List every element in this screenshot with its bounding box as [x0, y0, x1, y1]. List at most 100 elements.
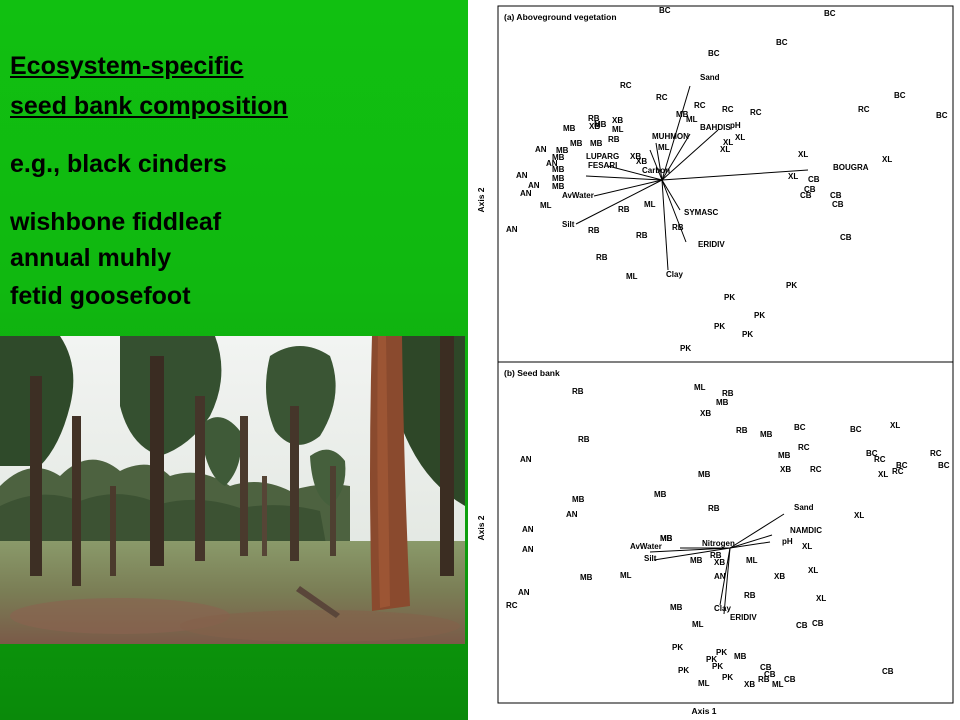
- panel-b-point-label: XL: [802, 542, 812, 551]
- panel-a-vector-label: ERIDIV: [698, 240, 725, 249]
- panel-a-vector-label: XB: [636, 157, 647, 166]
- panel-a-point-label: RC: [620, 81, 632, 90]
- panel-a-point-label: RC: [694, 101, 706, 110]
- panel-b-point-label: RB: [744, 591, 756, 600]
- panel-a-point-label: AN: [546, 159, 558, 168]
- panel-a-point-label: AN: [520, 189, 532, 198]
- panel-b-point-label: MB: [660, 534, 673, 543]
- panel-b-point-label: XB: [714, 558, 725, 567]
- panel-a-point-label: ML: [644, 200, 656, 209]
- panel-a-point-label: XL: [720, 145, 730, 154]
- panel-a-point-label: RC: [750, 108, 762, 117]
- species-item-1: wishbone fiddleaf: [10, 208, 222, 236]
- panel-b-point-label: AN: [522, 525, 534, 534]
- panel-b-vector-label: MB: [660, 534, 673, 543]
- panel-a-point-label: MB: [594, 120, 607, 129]
- panel-b-point-label: CB: [796, 621, 808, 630]
- panel-a-point-label: CB: [804, 185, 816, 194]
- panel-b-point-label: RC: [798, 443, 810, 452]
- panel-b-point-label: PK: [712, 662, 723, 671]
- panel-b-point-label: MB: [580, 573, 593, 582]
- panel-b-point-label: XL: [808, 566, 818, 575]
- panel-a-vector-label: pH: [730, 121, 741, 130]
- panel-a-point-label: MB: [552, 165, 565, 174]
- panel-a-vector-label: XB: [630, 152, 641, 161]
- panel-a-point-label: XB: [589, 122, 600, 131]
- panel-a-point-label: AN: [535, 145, 547, 154]
- panel-a-point-label: BC: [936, 111, 948, 120]
- panel-b-point-label: PK: [716, 648, 727, 657]
- panel-b-point-label: BC: [850, 425, 862, 434]
- panel-b-point-label: XB: [744, 680, 755, 689]
- panel-a-point-label: PK: [754, 311, 765, 320]
- panel-b-title: (b) Seed bank: [504, 368, 560, 378]
- panel-a-point-label: AN: [516, 171, 528, 180]
- panel-b-y-axis-label: Axis 2: [476, 515, 486, 540]
- panel-a-point-label: XL: [723, 138, 733, 147]
- panel-a-point-label: PK: [680, 344, 691, 353]
- panel-a-point-label: BC: [776, 38, 788, 47]
- panel-a-point-label: RB: [672, 223, 684, 232]
- panel-b-point-label: RC: [930, 449, 942, 458]
- panel-b-point-label: PK: [672, 643, 683, 652]
- panel-a-point-label: ML: [626, 272, 638, 281]
- panel-b-point-label: MB: [760, 430, 773, 439]
- panel-b-point-label: RC: [874, 455, 886, 464]
- slide-text-panel: Ecosystem-specific seed bank composition…: [0, 0, 468, 720]
- panel-a-point-label: ML: [612, 125, 624, 134]
- panel-a-point-label: RB: [588, 114, 600, 123]
- panel-b-point-label: ML: [692, 620, 704, 629]
- panel-a-point-label: PK: [714, 322, 725, 331]
- panel-a-point-label: CB: [808, 175, 820, 184]
- panel-b-point-label: AN: [522, 545, 534, 554]
- panel-a-point-label: PK: [724, 293, 735, 302]
- panel-b-point-label: XL: [890, 421, 900, 430]
- panel-b-vector-label: pH: [782, 537, 793, 546]
- panel-a-y-axis-label: Axis 2: [476, 187, 486, 212]
- panel-b-point-label: XB: [700, 409, 711, 418]
- panel-a-point-label: CB: [830, 191, 842, 200]
- panel-b-point-label: RB: [708, 504, 720, 513]
- panel-a-point-label: RC: [858, 105, 870, 114]
- panel-b-point-label: ML: [698, 679, 710, 688]
- panel-b-vector-label: RB: [710, 551, 722, 560]
- panel-a-point-label: ML: [686, 115, 698, 124]
- species-item-3: fetid goosefoot: [10, 282, 191, 310]
- panel-b-point-label: RC: [892, 467, 904, 476]
- panel-b-point-label: CB: [760, 663, 772, 672]
- panel-b-vector-label: Clay: [714, 604, 731, 613]
- forest-photo: [0, 336, 465, 644]
- panel-a-point-label: XB: [612, 116, 623, 125]
- panel-a-point-label: MB: [556, 146, 569, 155]
- panel-a-point-label: ML: [540, 201, 552, 210]
- panel-a-point-label: RB: [608, 135, 620, 144]
- panel-b-point-label: PK: [678, 666, 689, 675]
- panel-a-title: (a) Aboveground vegetation: [504, 12, 617, 22]
- panel-b-vector-label: ERIDIV: [730, 613, 757, 622]
- panel-b-point-label: RB: [722, 389, 734, 398]
- panel-b-point-label: XB: [780, 465, 791, 474]
- panel-b-point-label: AN: [714, 572, 726, 581]
- panel-a-vector-label: FESARI: [588, 161, 617, 170]
- panel-b-point-label: RC: [810, 465, 822, 474]
- panel-a-frame: [497, 5, 954, 363]
- panel-a-point-label: XL: [798, 150, 808, 159]
- panel-b-point-label: AN: [520, 455, 532, 464]
- panel-a-point-label: RB: [596, 253, 608, 262]
- slide-heading-line-2: seed bank composition: [10, 92, 288, 120]
- panel-b-point-label: CB: [784, 675, 796, 684]
- panel-a-vector-label: BAHDIS: [700, 123, 731, 132]
- panel-b-vector-label: AvWater: [630, 542, 662, 551]
- panel-b-point-label: MB: [734, 652, 747, 661]
- panel-b-vector-label: Nitrogen: [702, 539, 735, 548]
- panel-a-point-label: BC: [659, 6, 671, 15]
- panel-a-point-label: MB: [570, 139, 583, 148]
- panel-a-point-label: RB: [618, 205, 630, 214]
- panel-b-point-label: XL: [854, 511, 864, 520]
- panel-b-point-label: XB: [774, 572, 785, 581]
- panel-b-point-label: MB: [778, 451, 791, 460]
- panel-a-point-label: PK: [742, 330, 753, 339]
- panel-b-point-label: AN: [518, 588, 530, 597]
- panel-a-point-label: AN: [506, 225, 518, 234]
- panel-a-point-label: MB: [590, 139, 603, 148]
